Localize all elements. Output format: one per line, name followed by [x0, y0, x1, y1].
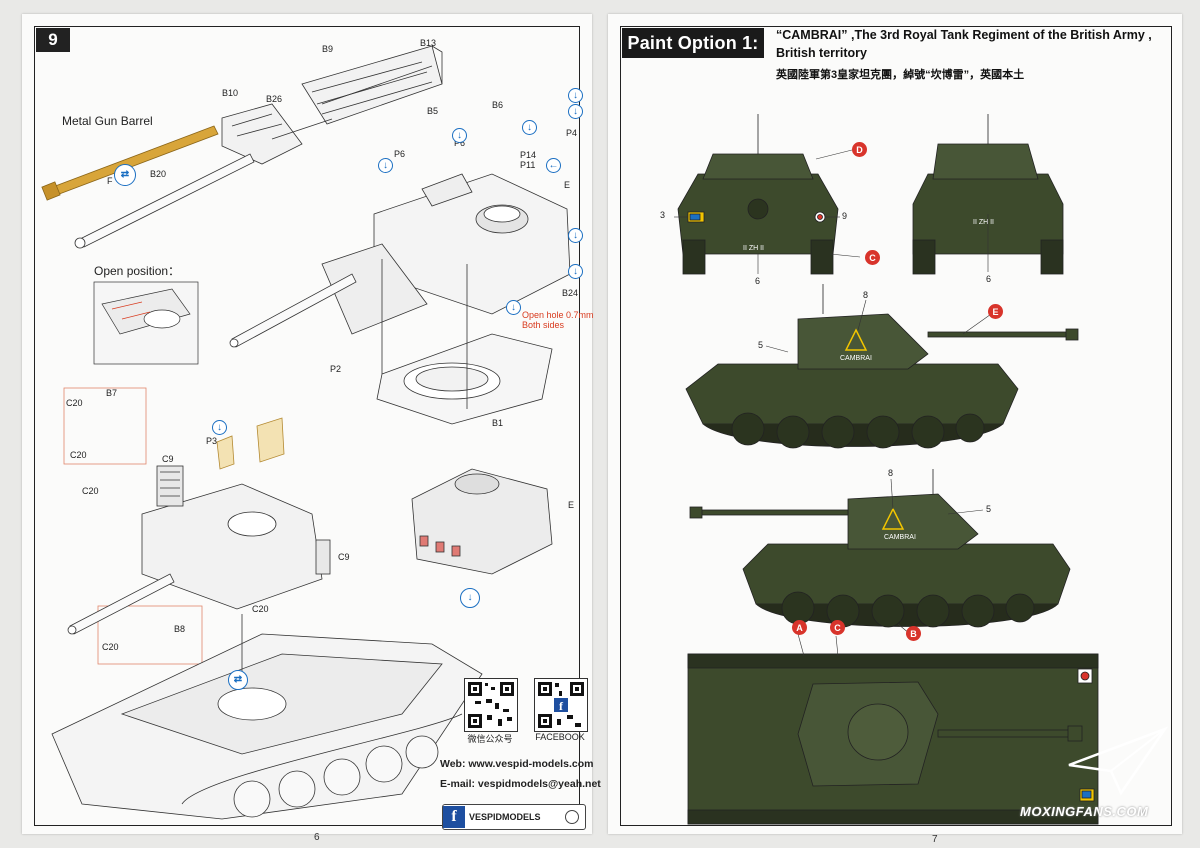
- instruction-page-left: 9: [22, 14, 601, 843]
- part-label: P3: [206, 436, 218, 446]
- part-label: B1: [492, 418, 504, 428]
- part-label: P2: [330, 364, 342, 374]
- watermark: MOXINGFANS.COM: [1020, 804, 1149, 819]
- hull-marking-rear: II ZH II: [973, 219, 994, 226]
- part-label: P6: [394, 149, 406, 159]
- page-number: 6: [314, 832, 320, 843]
- option-title-chinese: 英國陸軍第3皇家坦克團，綽號“坎博雷”，英國本土: [776, 69, 1025, 81]
- part-label: P11: [520, 160, 536, 170]
- part-label: P14: [520, 150, 537, 160]
- open-hole-note: Open hole 0.7mm: [522, 310, 594, 320]
- part-label: C9: [338, 552, 350, 562]
- assembly-diagram: [41, 45, 571, 820]
- step-number: 9: [36, 28, 70, 52]
- part-label: B26: [266, 94, 283, 104]
- part-label: B8: [174, 624, 186, 634]
- glue-down-arrow-icon: ↓: [568, 88, 583, 103]
- decal-number: 3: [660, 210, 666, 220]
- rotate-arrow-icon: ⇄: [228, 670, 248, 690]
- facebook-label: FACEBOOK: [535, 732, 585, 742]
- part-label: B10: [222, 88, 239, 98]
- part-label: B5: [427, 106, 439, 116]
- glue-left-arrow-icon: ←: [546, 158, 561, 173]
- hull-marking-front: II ZH II: [743, 245, 764, 252]
- part-label: C20: [252, 604, 269, 614]
- website-line: Web: www.vespid-models.com: [440, 758, 594, 770]
- paper-plane-logo: [1068, 726, 1169, 796]
- glue-down-arrow-icon: ↓: [460, 588, 480, 608]
- facebook-qr-code: f: [534, 678, 588, 732]
- part-label: P6: [454, 138, 466, 148]
- facebook-search-bar: f VESPIDMODELS: [442, 804, 586, 830]
- part-label: B24: [562, 288, 579, 298]
- part-label: E: [564, 180, 571, 190]
- part-label: C9: [162, 454, 174, 464]
- glue-down-arrow-icon: ↓: [568, 264, 583, 279]
- svg-text:f: f: [559, 699, 564, 713]
- page-number: 7: [932, 834, 938, 845]
- part-label: F: [107, 176, 113, 186]
- callout-c: C: [865, 250, 880, 265]
- decal-number: 6: [986, 274, 992, 284]
- part-label: C20: [66, 398, 83, 408]
- glue-down-arrow-icon: ↓: [522, 120, 537, 135]
- search-icon: [565, 810, 579, 824]
- option-title: “CAMBRAI” ,The 3rd Royal Tank Regiment o…: [776, 28, 1152, 42]
- option-title-line2: British territory: [776, 46, 867, 60]
- part-label: B20: [150, 169, 167, 179]
- callout-e: E: [988, 304, 1003, 319]
- facebook-icon: f: [443, 806, 465, 828]
- part-label: B7: [106, 388, 118, 398]
- part-label: C20: [70, 450, 87, 460]
- paint-profiles: II ZH II II ZH II: [674, 114, 1099, 825]
- part-label: P4: [566, 128, 578, 138]
- callout-d: D: [852, 142, 867, 157]
- glue-down-arrow-icon: ↓: [378, 158, 393, 173]
- tank-name-side: CAMBRAI: [884, 534, 916, 541]
- page-frame: [620, 26, 1172, 826]
- paint-option-tag: Paint Option 1:: [622, 28, 764, 58]
- part-label: E: [568, 500, 575, 510]
- decal-number: 8: [863, 290, 869, 300]
- part-label: B9: [322, 44, 334, 54]
- decal-number: 5: [758, 340, 764, 350]
- decal-number: 8: [888, 468, 894, 478]
- wechat-label: 微信公众号: [467, 734, 513, 744]
- glue-down-arrow-icon: ↓: [568, 104, 583, 119]
- open-position-label: Open position：: [94, 264, 181, 278]
- part-label: C20: [82, 486, 99, 496]
- callout-b: B: [906, 626, 921, 641]
- paint-guide-page-right: Paint Option 1: “CAMBRAI” ,The 3rd Royal…: [608, 14, 1182, 845]
- open-hole-note-sides: Both sides: [522, 320, 565, 330]
- decal-number: 6: [755, 276, 761, 286]
- email-line: E-mail: vespidmodels@yeah.net: [440, 778, 601, 790]
- rotate-arrow-icon: ⇄: [114, 164, 136, 186]
- decal-number: 5: [986, 504, 992, 514]
- wechat-qr-code: [464, 678, 518, 732]
- part-label: C20: [102, 642, 119, 652]
- callout-a: A: [792, 620, 807, 635]
- part-label: B13: [420, 38, 437, 48]
- metal-gun-barrel-label: Metal Gun Barrel: [62, 114, 153, 128]
- glue-down-arrow-icon: ↓: [452, 128, 467, 143]
- tank-name-side: CAMBRAI: [840, 355, 872, 362]
- glue-down-arrow-icon: ↓: [568, 228, 583, 243]
- glue-down-arrow-icon: ↓: [506, 300, 521, 315]
- glue-down-arrow-icon: ↓: [212, 420, 227, 435]
- callout-c-top: C: [830, 620, 845, 635]
- page-frame: [34, 26, 580, 826]
- part-label: B6: [492, 100, 504, 110]
- facebook-handle: VESPIDMODELS: [469, 812, 541, 822]
- decal-number: 9: [842, 211, 848, 221]
